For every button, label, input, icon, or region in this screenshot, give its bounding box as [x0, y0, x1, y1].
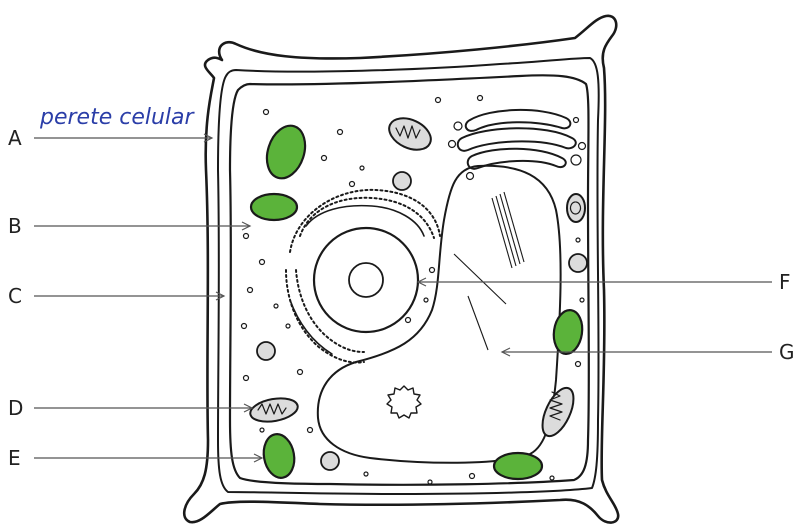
mitochondrion — [384, 112, 436, 156]
chloroplast — [494, 453, 542, 479]
label-c: C — [8, 284, 22, 308]
label-e: E — [8, 446, 21, 470]
chloroplast — [261, 121, 312, 183]
label-g: G — [779, 340, 795, 364]
nucleolus — [349, 263, 383, 297]
label-a: A — [8, 126, 22, 150]
chloroplast — [551, 308, 585, 355]
mitochondrion — [567, 194, 585, 222]
crystal-druse — [387, 386, 421, 418]
mitochondrion — [248, 395, 299, 425]
mitochondrion — [536, 383, 580, 440]
cell-wall-annotation: perete celular — [39, 105, 196, 130]
chloroplast — [251, 194, 297, 220]
label-d: D — [8, 396, 23, 420]
chloroplast — [260, 432, 297, 481]
label-b: B — [8, 214, 22, 238]
label-f: F — [779, 270, 791, 294]
vacuole-crystals — [454, 192, 524, 350]
